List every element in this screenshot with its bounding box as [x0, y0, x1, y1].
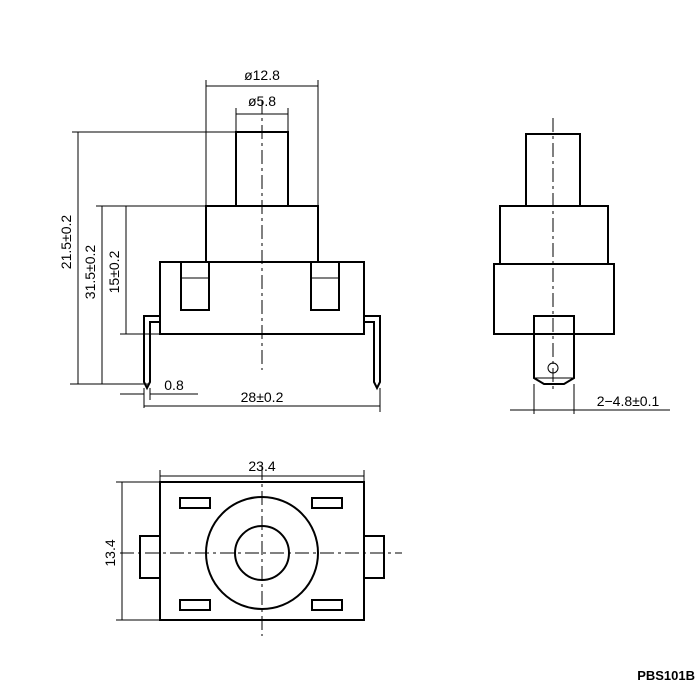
dim-length: 23.4 [248, 458, 275, 474]
dim-height-body: 15±0.2 [106, 250, 122, 293]
top-clip-bl [179, 599, 211, 611]
side-body [493, 263, 615, 335]
side-terminal [533, 315, 575, 385]
front-view: ø12.8 ø5.8 21.5±0.2 31.5±0.2 15±0.2 0.8 … [58, 67, 381, 412]
top-pin-right [363, 535, 385, 579]
top-clip-tr [311, 497, 343, 509]
front-latch-right [310, 261, 340, 311]
top-clip-br [311, 599, 343, 611]
dim-pin-thickness: 0.8 [164, 377, 184, 393]
side-collar [499, 205, 609, 265]
dim-pin-span: 28±0.2 [241, 389, 284, 405]
front-body [159, 261, 365, 335]
dim-height-mid: 31.5±0.2 [82, 245, 98, 300]
dim-height-total: 21.5±0.2 [58, 215, 74, 270]
dim-width: 13.4 [102, 539, 118, 566]
front-latch-left [180, 261, 210, 311]
front-pin-right [364, 315, 381, 391]
top-clip-tl [179, 497, 211, 509]
top-view: 23.4 13.4 [102, 458, 402, 636]
front-pin-left [143, 315, 160, 391]
model-label: PBS101B [637, 668, 695, 683]
side-view: 2−4.8±0.1 [493, 118, 670, 414]
dim-dia-outer: ø12.8 [244, 67, 280, 83]
dim-terminal-width: 2−4.8±0.1 [597, 393, 660, 409]
dim-dia-inner: ø5.8 [248, 93, 276, 109]
top-pin-left [139, 535, 161, 579]
